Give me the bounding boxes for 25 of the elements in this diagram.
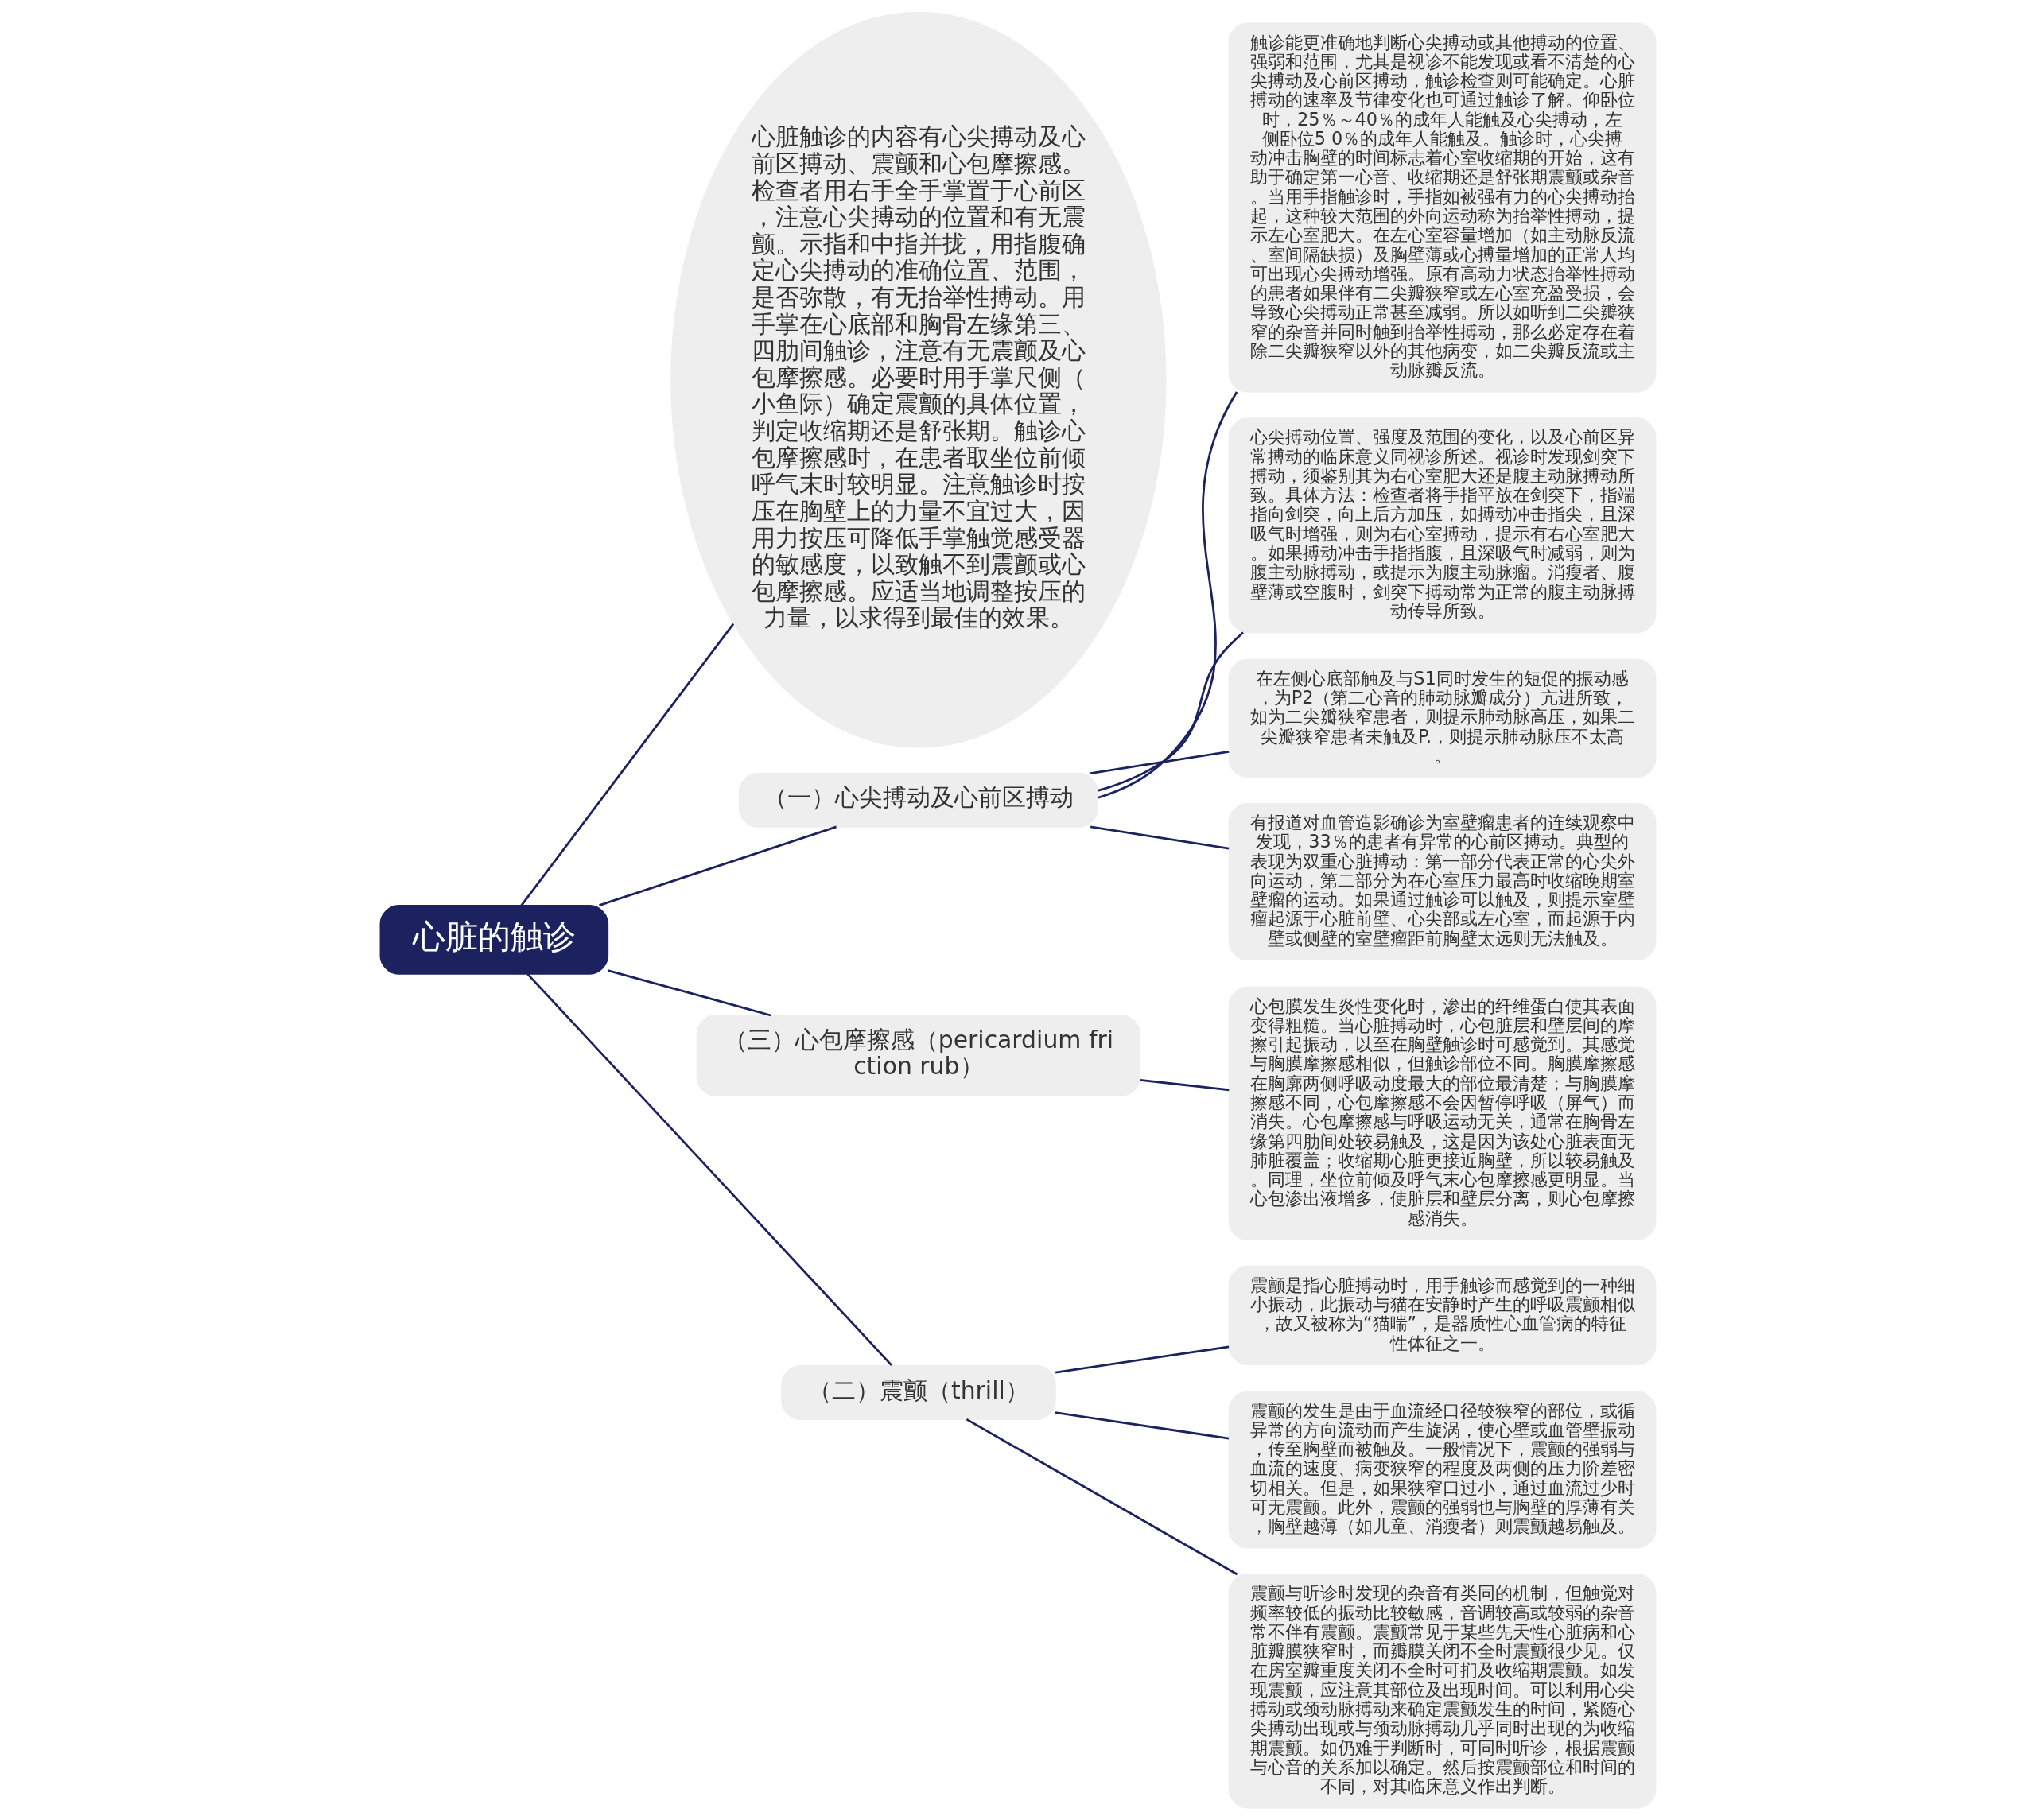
- connector: [526, 973, 893, 1367]
- connector: [1090, 825, 1230, 850]
- connector: [1055, 1411, 1230, 1440]
- node-box: 震颤是指心脏搏动时，用手触诊而感觉到的一种细小振动，此振动与猫在安静时产生的呼吸震颤相似，故又被称为“猫喘”，是器质性心血管病的特征性体征之一。: [1228, 1265, 1657, 1365]
- node-box: 心脏的触诊: [379, 904, 609, 975]
- node-box: （二）震颤（thrill）: [781, 1364, 1056, 1421]
- node-box: 有报道对血管造影确诊为室壁瘤患者的连续观察中发现，33％的患者有异常的心前区搏动。典型的表现为双重心脏搏动：第一部分代表正常的心尖外向运动，第二部分为在心室压力最高时收缩晚期室壁瘤的运动。如果通过触诊可以触及，则提示室壁瘤起源于心脏前壁、心尖部或左心室，而起源于内壁或侧壁的室壁瘤距前胸壁太远则无法触及。: [1228, 803, 1657, 960]
- connector: [608, 969, 771, 1017]
- node-box: 在左侧心底部触及与S1同时发生的短促的振动感，为P2（第二心音的肺动脉瓣成分）亢进所致，如为二尖瓣狭窄患者，则提示肺动脉高压，如果二尖瓣狭窄患者未触及P.，则提示肺动脉压不太高。: [1228, 658, 1657, 778]
- connector: [1090, 750, 1230, 775]
- node-box: 震颤与听诊时发现的杂音有类同的机制，但触觉对频率较低的振动比较敏感，音调较高或较弱的杂音常不伴有震颤。震颤常见于某些先天性心脏病和心脏瓣膜狭窄时，而瓣膜关闭不全时震颤很少见。仅在房室瓣重度关闭不全时可扪及收缩期震颤。如发现震颤，应注意其部位及出现时间。可以利用心尖搏动或颈动脉搏动来确定震颤发生的时间，紧随心尖搏动出现或与颈动脉搏动几乎同时出现的为收缩期震颤。如仍难于判断时，可同时听诊，根据震颤与心音的关系加以确定。然后按震颤部位和时间的不同，对其临床意义作出判断。: [1228, 1574, 1657, 1809]
- connector: [1097, 631, 1245, 792]
- connector: [599, 825, 837, 906]
- connector: [1055, 1345, 1230, 1374]
- node-box: （三）心包摩擦感（pericardium friction rub）: [696, 1015, 1141, 1096]
- node-ellipse: 心脏触诊的内容有心尖搏动及心前区搏动、震颤和心包摩擦感。检查者用右手全手掌置于心前区，注意心尖搏动的位置和有无震颤。示指和中指并拢，用指腹确定心尖搏动的准确位置、范围，是否弥散，有无抬举性搏动。用手掌在心底部和胸骨左缘第三、四肋间触诊，注意有无震颤及心包摩擦感。必要时用手掌尺侧（小鱼际）确定震颤的具体位置，判定收缩期还是舒张期。触诊心包摩擦感时，在患者取坐位前倾呼气末时较明显。注意触诊时按压在胸壁上的力量不宜过大，因用力按压可降低手掌触觉感受器的敏感度，以致触不到震颤或心包摩擦感。应适当地调整按压的力量，以求得到最佳的效果。: [670, 11, 1167, 748]
- node-box: 心包膜发生炎性变化时，渗出的纤维蛋白使其表面变得粗糙。当心脏搏动时，心包脏层和壁层间的摩擦引起振动，以至在胸壁触诊时可感觉到。其感觉与胸膜摩擦感相似，但触诊部位不同。胸膜摩擦感在胸廓两侧呼吸动度最大的部位最清楚；与胸膜摩擦感不同，心包摩擦感不会因暂停呼吸（屏气）而消失。心包摩擦感与呼吸运动无关，通常在胸骨左缘第四肋间处较易触及，这是因为该处心脏表面无肺脏覆盖；收缩期心脏更接近胸壁，所以较易触及。同理，坐位前倾及呼气末心包摩擦感更明显。当心包渗出液增多，使脏层和壁层分离，则心包摩擦感消失。: [1228, 986, 1657, 1241]
- connector: [520, 623, 735, 906]
- node-box: 震颤的发生是由于血流经口径较狭窄的部位，或循异常的方向流动而产生旋涡，使心壁或血管壁振动，传至胸壁而被触及。一般情况下，震颤的强弱与血流的速度、病变狭窄的程度及两侧的压力阶差密切相关。但是，如果狭窄口过小，通过血流过少时可无震颤。此外，震颤的强弱也与胸壁的厚薄有关，胸壁越薄（如儿童、消瘦者）则震颤越易触及。: [1228, 1391, 1657, 1549]
- node-box: 触诊能更准确地判断心尖搏动或其他搏动的位置、强弱和范围，尤其是视诊不能发现或看不清楚的心尖搏动及心前区搏动，触诊检查则可能确定。心脏搏动的速率及节律变化也可通过触诊了解。仰卧位时，25％～40％的成年人能触及心尖搏动，左侧卧位5 0％的成年人能触及。触诊时，心尖搏动冲击胸壁的时间标志着心室收缩期的开始，这有助于确定第一心音、收缩期还是舒张期震颤或杂音。当用手指触诊时，手指如被强有力的心尖搏动抬起，这种较大范围的外向运动称为抬举性搏动，提示左心室肥大。在左心室容量增加（如主动脉反流、室间隔缺损）及胸壁薄或心搏量增加的正常人均可出现心尖搏动增强。原有高动力状态抬举性搏动的患者如果伴有二尖瓣狭窄或左心室充盈受损，会导致心尖搏动正常甚至减弱。所以如听到二尖瓣狭窄的杂音并同时触到抬举性搏动，那么必定存在着除二尖瓣狭窄以外的其他病变，如二尖瓣反流或主动脉瓣反流。: [1228, 22, 1657, 393]
- node-box: 心尖搏动位置、强度及范围的变化，以及心前区异常搏动的临床意义同视诊所述。视诊时发现剑突下搏动，须鉴别其为右心室肥大还是腹主动脉搏动所致。具体方法：检查者将手指平放在剑突下，指端指向剑突，向上后方加压，如搏动冲击指尖，且深吸气时增强，则为右心室搏动，提示有右心室肥大。如果搏动冲击手指指腹，且深吸气时减弱，则为腹主动脉搏动，或提示为腹主动脉瘤。消瘦者、腹壁薄或空腹时，剑突下搏动常为正常的腹主动脉搏动传导所致。: [1228, 417, 1657, 634]
- connector: [1140, 1078, 1230, 1092]
- connector: [966, 1418, 1238, 1576]
- node-box: （一）心尖搏动及心前区搏动: [738, 772, 1098, 828]
- connector: [1097, 391, 1238, 799]
